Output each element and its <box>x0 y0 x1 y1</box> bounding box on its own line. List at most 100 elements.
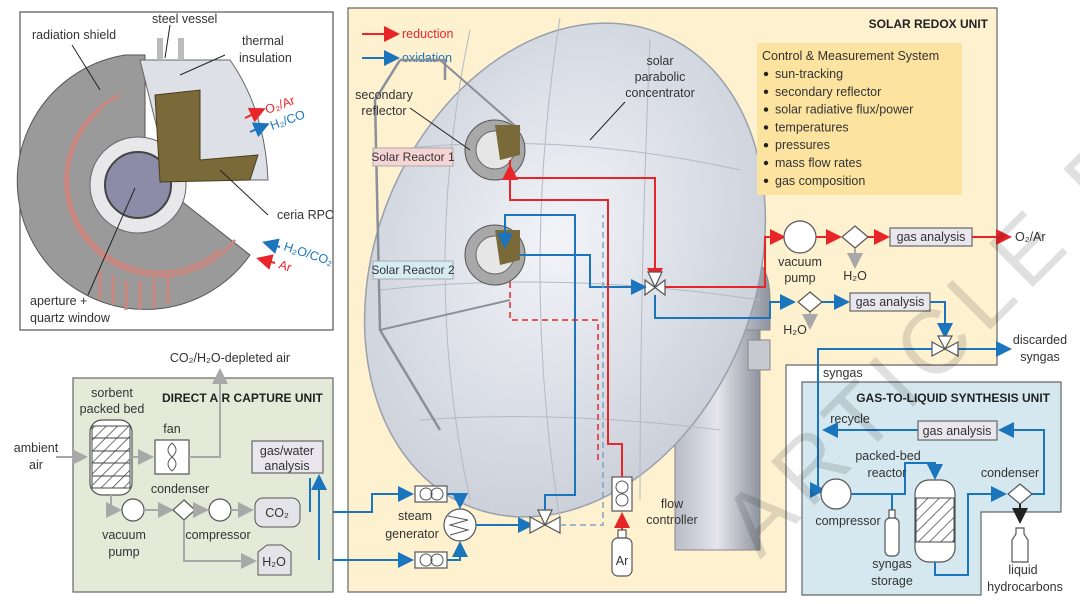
control-item: temperatures <box>775 120 849 134</box>
gas-analysis-oxidation-label: gas analysis <box>856 295 925 309</box>
control-item: sun-tracking <box>775 67 843 81</box>
solar-reactor-2-tag <box>372 260 454 280</box>
reactor-cutaway-illustration <box>16 24 269 310</box>
bullet-icon <box>763 160 769 166</box>
label-storage: storage <box>871 574 913 588</box>
control-item: pressures <box>775 138 830 152</box>
vacuum-pump-dac <box>121 498 145 522</box>
gas-analysis-reduction-label: gas analysis <box>897 230 966 244</box>
label-analysis: analysis <box>264 459 309 473</box>
solar-reactor-1-illustration <box>464 119 526 181</box>
bullet-icon <box>763 143 769 148</box>
sorbent-packed-bed-column <box>89 419 133 496</box>
label-generator: generator <box>385 527 439 541</box>
gas-analysis-gtl-label: gas analysis <box>923 424 992 438</box>
label-steel-vessel: steel vessel <box>152 12 217 26</box>
co2-feed-line <box>300 486 414 513</box>
condenser-to-water <box>183 520 257 569</box>
syngas-line-to-compressor <box>810 348 932 498</box>
label-aperture: aperture + <box>30 294 87 308</box>
label-co2: CO₂ <box>265 506 289 520</box>
h2o-to-steam-gen <box>447 541 468 561</box>
feed-to-reactor1-dashed <box>560 215 604 526</box>
compressor-dac <box>208 498 232 522</box>
label-condenser-dac: condenser <box>151 482 209 496</box>
label-discarded: discarded <box>1013 333 1067 347</box>
label-concentrator: concentrator <box>625 86 694 100</box>
solar-redox-unit: SOLAR REDOX UNIT reduction oxidation <box>291 7 1067 593</box>
vacuum-pump-redox <box>783 220 817 254</box>
label-vacuum-redox: vacuum <box>778 255 822 269</box>
three-way-valve-feed[interactable] <box>529 509 561 534</box>
label-sorbent: sorbent <box>91 386 133 400</box>
control-item: gas composition <box>775 174 865 188</box>
reactor-cutaway-inset: radiation shield steel vessel thermal in… <box>16 11 335 331</box>
gtl-title: GAS-TO-LIQUID SYNTHESIS UNIT <box>856 391 1050 405</box>
label-ceria-rpc: ceria RPC <box>277 208 334 222</box>
depleted-air-arrow <box>189 368 228 458</box>
sample-lines-to-analysis <box>310 478 319 560</box>
label-h2o-dac: H₂O <box>262 555 286 569</box>
dac-title: DIRECT AIR CAPTURE UNIT <box>162 391 324 405</box>
liquid-hydrocarbons-bottle <box>1011 527 1029 563</box>
concentrator-leader <box>589 101 626 141</box>
label-packed-bed-gtl: packed-bed <box>855 449 920 463</box>
label-parabolic: parabolic <box>635 70 686 84</box>
label-radiation-shield: radiation shield <box>32 28 116 42</box>
control-title: Control & Measurement System <box>762 49 939 63</box>
label-gas-water: gas/water <box>260 444 314 458</box>
label-fan: fan <box>163 422 180 436</box>
label-h2o-oxidation: H₂O <box>783 323 807 337</box>
label-pump-redox: pump <box>784 271 815 285</box>
bullet-icon <box>763 107 769 112</box>
label-syngas-in: syngas <box>823 366 863 380</box>
outlet-h2-arrow <box>249 122 270 138</box>
label-condenser-gtl: condenser <box>981 466 1039 480</box>
label-flow: flow <box>661 497 684 511</box>
label-solar-reactor-1: Solar Reactor 1 <box>371 150 455 164</box>
label-discarded-syngas: syngas <box>1020 350 1060 364</box>
three-way-valve-syngas[interactable] <box>931 335 959 358</box>
compressor-to-reactor <box>851 462 943 495</box>
label-solar: solar <box>646 54 673 68</box>
label-secondary: secondary <box>355 88 413 102</box>
packed-bed-reactor <box>914 479 956 563</box>
label-ambient: ambient <box>14 441 59 455</box>
label-ar: Ar <box>277 258 293 275</box>
bullet-icon <box>763 178 769 183</box>
label-depleted-air: CO₂/H₂O-depleted air <box>170 351 290 365</box>
label-hydrocarbons: hydrocarbons <box>987 580 1063 594</box>
label-controller: controller <box>646 513 697 527</box>
gas-to-liquid-unit: GAS-TO-LIQUID SYNTHESIS UNIT syngas recy… <box>801 348 1063 596</box>
label-insulation: insulation <box>239 51 292 65</box>
control-item: mass flow rates <box>775 156 862 170</box>
redox-unit-title: SOLAR REDOX UNIT <box>869 17 989 31</box>
solar-reactor-2-illustration <box>464 224 526 286</box>
oxidation-line-to-valve <box>930 301 953 339</box>
argon-cylinder <box>611 529 633 577</box>
inlet-h2o-arrow <box>262 238 281 254</box>
outlet-o2-arrow <box>244 107 266 123</box>
oxidation-line-reactor2 <box>520 254 647 295</box>
label-ar-cylinder: Ar <box>616 554 629 568</box>
legend-oxidation: oxidation <box>402 51 452 65</box>
label-compressor-dac: compressor <box>185 528 250 542</box>
label-recycle: recycle <box>830 412 870 426</box>
label-syngas-storage: syngas <box>872 557 912 571</box>
legend-reduction: reduction <box>402 27 453 41</box>
label-quartz-window: quartz window <box>30 311 111 325</box>
co2-tank <box>254 497 301 528</box>
label-liquid: liquid <box>1008 563 1037 577</box>
label-steam: steam <box>398 509 432 523</box>
control-item: solar radiative flux/power <box>775 103 913 117</box>
h2o-tank <box>257 544 292 576</box>
label-compressor-gtl: compressor <box>815 514 880 528</box>
argon-to-reactor1 <box>502 164 623 477</box>
label-o2-ar-out: O₂/Ar <box>1015 230 1046 244</box>
control-measurement-system: Control & Measurement System sun-trackin… <box>757 43 962 195</box>
reflector-leader <box>409 107 471 151</box>
reduction-line-to-pump <box>665 229 786 288</box>
co2-to-steam-gen <box>447 493 468 509</box>
label-solar-reactor-2: Solar Reactor 2 <box>371 263 455 277</box>
